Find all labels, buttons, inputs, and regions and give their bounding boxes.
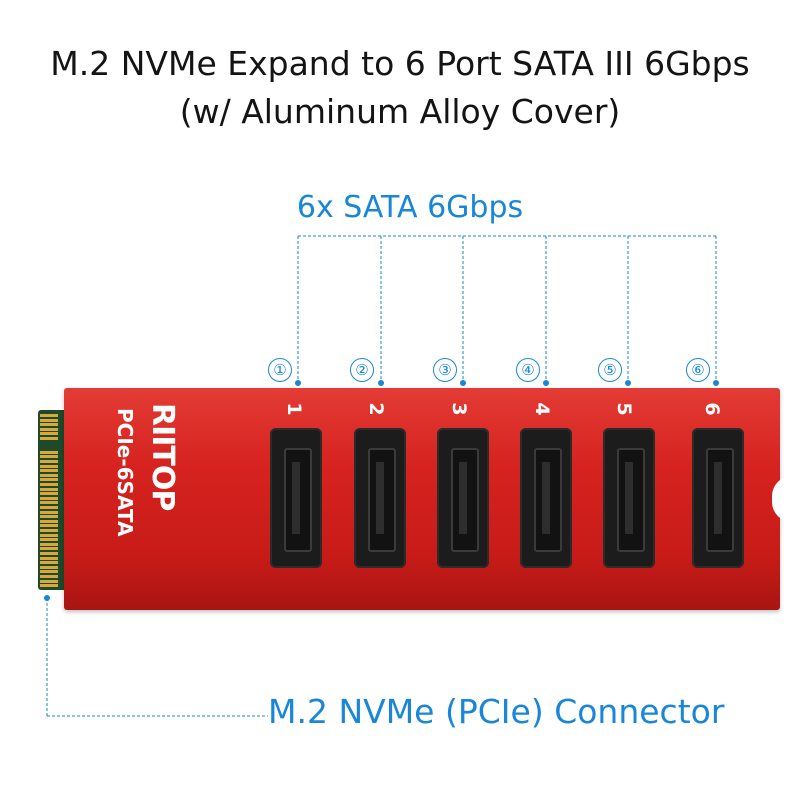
sata-label: 6x SATA 6Gbps	[296, 190, 524, 225]
gold-pin	[40, 556, 58, 560]
slot-number-2: 2	[365, 402, 387, 416]
model-text: PCIe-6SATA	[113, 408, 137, 537]
gold-pin	[40, 519, 58, 523]
sata-port-6	[692, 428, 744, 568]
gold-pin	[40, 547, 58, 551]
slot-number-3: 3	[448, 402, 470, 416]
gold-pin	[40, 487, 58, 491]
port-circle-1: ①	[268, 358, 292, 382]
sata-port-1	[270, 428, 322, 568]
gold-pin	[40, 483, 58, 486]
title-line-2: (w/ Aluminum Alloy Cover)	[179, 92, 621, 131]
gold-pin	[40, 418, 58, 422]
slot-number-1: 1	[283, 402, 305, 416]
gold-pin	[40, 473, 58, 477]
gold-pin	[40, 584, 58, 588]
gold-pin	[40, 432, 58, 436]
slot-number-4: 4	[531, 402, 553, 416]
gold-pin	[40, 437, 58, 440]
adapter-card	[64, 388, 780, 610]
gold-pin	[40, 561, 58, 565]
gold-pin	[40, 492, 58, 496]
gold-pin	[40, 450, 58, 454]
gold-pin	[40, 460, 58, 463]
gold-pin	[40, 455, 58, 459]
gold-pin	[40, 524, 58, 528]
gold-pin	[40, 579, 58, 583]
gold-pin	[40, 501, 58, 505]
port-circle-6: ⑥	[686, 358, 710, 382]
port-circle-4: ④	[516, 358, 540, 382]
sata-port-5	[603, 428, 655, 568]
port-circle-3: ③	[433, 358, 457, 382]
slot-number-5: 5	[613, 402, 635, 416]
gold-pin	[40, 515, 58, 519]
card-notch	[772, 476, 792, 522]
gold-pin	[40, 427, 58, 431]
gold-pin	[40, 464, 58, 468]
port-circle-5: ⑤	[598, 358, 622, 382]
gold-pin	[40, 510, 58, 514]
gold-pin	[40, 496, 58, 500]
gold-pin	[40, 529, 58, 532]
gold-pin	[40, 478, 58, 482]
connector-label: M.2 NVMe (PCIe) Connector	[268, 692, 725, 731]
gold-pin	[40, 423, 58, 427]
gold-pin	[40, 565, 58, 569]
slot-number-6: 6	[701, 402, 723, 416]
port-circle-2: ②	[350, 358, 374, 382]
sata-port-4	[520, 428, 572, 568]
sata-port-2	[354, 428, 406, 568]
title-line-1: M.2 NVMe Expand to 6 Port SATA III 6Gbps	[50, 44, 750, 83]
gold-pin	[40, 552, 58, 555]
sata-port-3	[437, 428, 489, 568]
gold-pin	[40, 414, 58, 417]
gold-pin	[40, 538, 58, 542]
m2-edge-connector	[38, 410, 68, 590]
gold-pin	[40, 575, 58, 578]
brand-logo: RIITOP	[145, 403, 180, 511]
gold-pin	[40, 533, 58, 537]
gold-pin	[40, 469, 58, 473]
gold-pin	[40, 542, 58, 546]
gold-pin	[40, 506, 58, 509]
gold-pin	[40, 570, 58, 574]
